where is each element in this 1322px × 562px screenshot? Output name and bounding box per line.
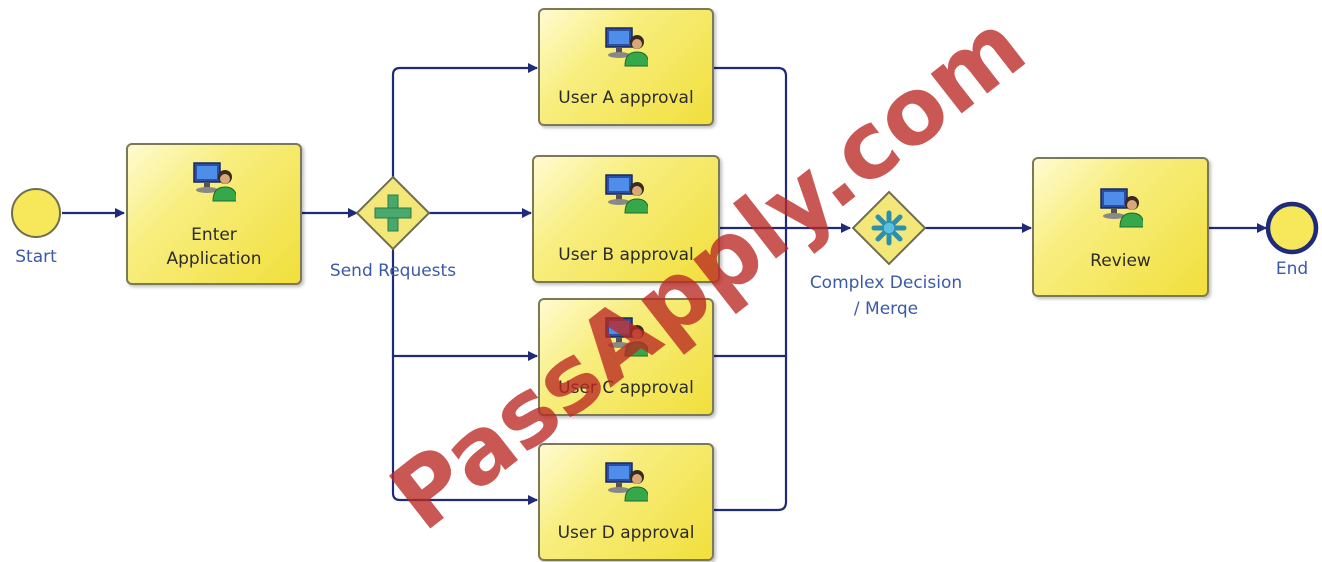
start-event: [11, 188, 61, 238]
end-event-label: End: [1275, 259, 1309, 279]
task-label: User D approval: [557, 523, 695, 543]
flow-user-c-to-merge: [714, 228, 788, 358]
start-event-label: Start: [15, 247, 57, 267]
split-gateway-label: Send Requests: [329, 261, 457, 281]
task-user-b-approval[interactable]: User B approval: [532, 155, 720, 283]
merge-gateway-label: Complex Decision / Merqe: [809, 273, 963, 319]
user-computer-icon: [605, 27, 648, 67]
flow-split-to-user-d: [391, 356, 538, 505]
user-computer-icon: [1099, 188, 1143, 228]
user-computer-icon: [605, 317, 648, 357]
flow-split-to-user-a: [391, 63, 538, 178]
parallel-gateway: [355, 175, 431, 251]
task-review[interactable]: Review: [1032, 157, 1209, 297]
task-label: User B approval: [558, 245, 694, 265]
flow-user-a-to-merge: [714, 66, 788, 228]
task-label: Enter Application: [166, 225, 262, 269]
end-event: [1265, 201, 1319, 255]
task-user-a-approval[interactable]: User A approval: [538, 8, 714, 126]
task-user-c-approval[interactable]: User C approval: [538, 298, 714, 416]
plus-icon: [374, 194, 412, 232]
task-label: User A approval: [558, 88, 694, 108]
task-user-d-approval[interactable]: User D approval: [538, 443, 714, 561]
task-label: User C approval: [558, 378, 694, 398]
flow-user-d-to-merge: [714, 356, 788, 512]
user-computer-icon: [605, 174, 648, 214]
task-label: Review: [1090, 251, 1151, 271]
complex-gateway: [851, 190, 927, 266]
user-computer-icon: [605, 462, 648, 502]
user-computer-icon: [193, 162, 236, 202]
task-enter-application[interactable]: Enter Application: [126, 143, 302, 285]
